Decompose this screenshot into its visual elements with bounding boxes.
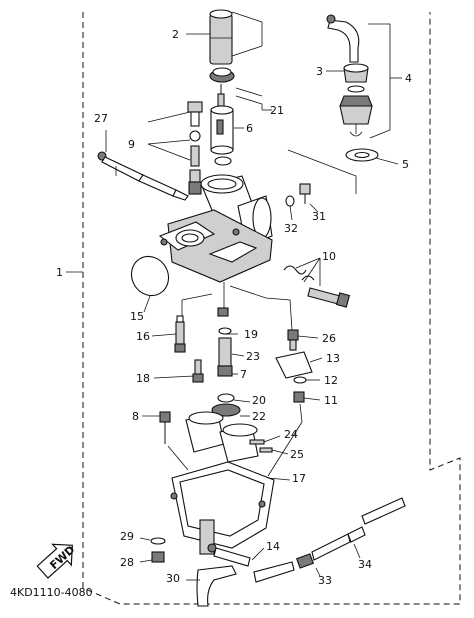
float-bowl-part <box>170 461 275 567</box>
jet-holder-part <box>217 307 233 377</box>
cap-nut-part <box>209 67 235 83</box>
part-label: 22 <box>252 410 266 423</box>
part-label: 24 <box>284 428 298 441</box>
body-screw-part <box>299 183 311 204</box>
leader-lines <box>66 11 402 581</box>
starter-plunger-part <box>339 95 373 134</box>
drain-screw-8-part <box>159 411 171 444</box>
needle-part <box>217 84 225 107</box>
o-ring-29-part <box>150 537 166 545</box>
part-label: 34 <box>358 558 372 571</box>
hose-fitting-33-part <box>296 533 351 569</box>
part-label: 26 <box>322 332 336 345</box>
screw-11-part <box>293 391 305 403</box>
part-label: 1 <box>56 266 63 279</box>
part-label: 29 <box>120 530 134 543</box>
needle-jet-part <box>192 359 204 383</box>
fwd-arrow-icon <box>36 543 73 579</box>
drain-screw-28-part <box>151 551 165 563</box>
choke-nut-part <box>343 63 369 83</box>
body-washer-part <box>285 195 295 207</box>
hose-34-part <box>347 526 366 543</box>
part-label: 11 <box>324 394 338 407</box>
plate-gasket-part <box>275 351 313 379</box>
hose-34b-part <box>361 497 406 525</box>
part-label: 31 <box>312 210 326 223</box>
part-label: 6 <box>246 122 253 135</box>
carburetor-body-part <box>158 174 273 283</box>
throttle-stop-screw-part <box>283 265 351 308</box>
cable-elbow-part <box>326 14 360 63</box>
valve-washer-part <box>214 156 232 166</box>
part-label: 3 <box>316 65 323 78</box>
float-pin-part <box>249 439 265 445</box>
part-label: 5 <box>402 158 409 171</box>
part-label: 19 <box>244 328 258 341</box>
drain-hose-30-part <box>196 565 237 607</box>
cable-cap-part <box>209 9 233 65</box>
gasket-5-hole <box>354 151 370 159</box>
part-label: 33 <box>318 574 332 587</box>
part-label: 7 <box>240 368 247 381</box>
o-ring-12-part <box>293 376 307 384</box>
part-label: 28 <box>120 556 134 569</box>
idle-cable-part <box>97 151 189 201</box>
part-label: 8 <box>132 410 139 423</box>
float-needle-part <box>287 329 299 351</box>
throttle-valve-part <box>210 105 234 155</box>
part-label: 21 <box>270 104 284 117</box>
part-label: 17 <box>292 472 306 485</box>
part-label: 20 <box>252 394 266 407</box>
part-label: 32 <box>284 222 298 235</box>
air-screw-part <box>187 101 203 195</box>
part-label: 10 <box>322 250 336 263</box>
assembly-boundary <box>82 12 461 605</box>
part-label: 25 <box>290 448 304 461</box>
part-label: 15 <box>130 310 144 323</box>
part-label: 4 <box>405 72 412 85</box>
float-pin-25-part <box>259 447 273 453</box>
part-label: 14 <box>266 540 280 553</box>
intake-gasket-part <box>130 255 170 297</box>
clip-part <box>349 131 363 137</box>
hose-segment-part <box>253 561 295 583</box>
float-part <box>185 403 259 463</box>
part-labels: 2 3 4 5 21 6 27 9 31 32 10 1 15 16 19 26… <box>56 28 412 587</box>
part-label: 9 <box>128 138 135 151</box>
part-label: 13 <box>326 352 340 365</box>
part-label: 27 <box>94 112 108 125</box>
part-label: 12 <box>324 374 338 387</box>
choke-washer-part <box>347 85 365 93</box>
main-jet-washer-part <box>217 393 235 403</box>
part-label: 30 <box>166 572 180 585</box>
drawing-code: 4KD1110-4080 <box>10 586 93 599</box>
part-label: 16 <box>136 330 150 343</box>
part-label: 2 <box>172 28 179 41</box>
part-label: 18 <box>136 372 150 385</box>
part-label: 23 <box>246 350 260 363</box>
pilot-jet-part <box>174 315 186 353</box>
